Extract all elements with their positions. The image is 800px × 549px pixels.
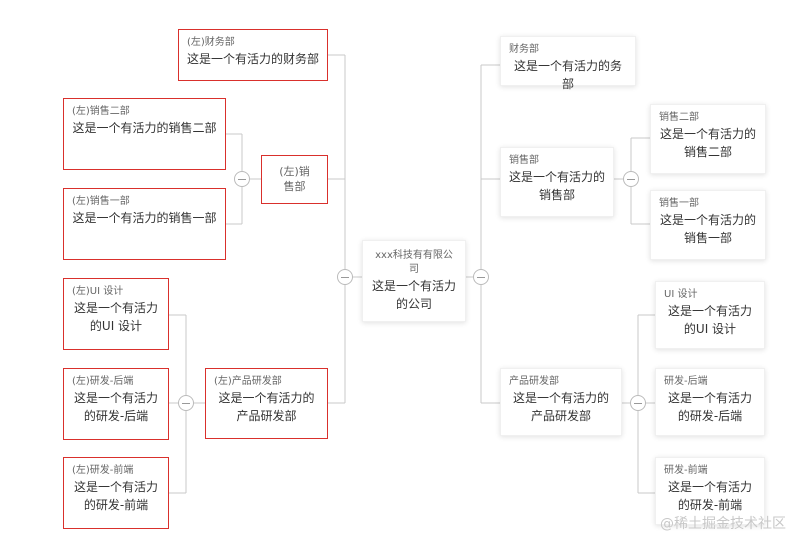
right-rd-label: 产品研发部 xyxy=(509,376,559,387)
right-ui-node[interactable]: UI 设计 这是一个有活力的UI 设计 xyxy=(655,281,765,349)
left-frontend-label: (左)研发-前端 xyxy=(72,465,134,476)
left-sales2-node[interactable]: (左)销售二部 这是一个有活力的销售二部 xyxy=(63,98,226,170)
right-sales1-label: 销售一部 xyxy=(659,198,699,209)
right-ui-label: UI 设计 xyxy=(664,289,698,300)
right-frontend-desc: 这是一个有活力的研发-前端 xyxy=(667,480,752,512)
left-frontend-desc: 这是一个有活力的研发-前端 xyxy=(73,480,158,512)
right-sales2-label: 销售二部 xyxy=(659,112,699,123)
right-backend-desc: 这是一个有活力的研发-后端 xyxy=(667,391,752,423)
left-sales2-label: (左)销售二部 xyxy=(72,106,130,117)
left-sales2-desc: 这是一个有活力的销售二部 xyxy=(72,121,217,135)
right-sales-collapse-toggle[interactable] xyxy=(623,171,639,187)
left-frontend-node[interactable]: (左)研发-前端 这是一个有活力的研发-前端 xyxy=(63,457,169,529)
right-rd-desc: 这是一个有活力的产品研发部 xyxy=(512,391,609,423)
left-backend-desc: 这是一个有活力的研发-后端 xyxy=(73,391,158,423)
left-rd-collapse-toggle[interactable] xyxy=(178,395,194,411)
left-finance-node[interactable]: (左)财务部 这是一个有活力的财务部 xyxy=(178,29,328,81)
right-sales1-node[interactable]: 销售一部 这是一个有活力的销售一部 xyxy=(650,190,766,260)
root-node[interactable]: xxx科技有有限公司 这是一个有活力的公司 xyxy=(362,240,466,322)
right-sales-label: 销售部 xyxy=(509,155,539,166)
root-desc: 这是一个有活力的公司 xyxy=(371,279,456,311)
right-finance-label: 财务部 xyxy=(509,44,539,55)
right-sales2-desc: 这是一个有活力的销售二部 xyxy=(659,127,756,159)
root-left-collapse-toggle[interactable] xyxy=(337,269,353,285)
right-frontend-label: 研发-前端 xyxy=(664,465,708,476)
right-sales-desc: 这是一个有活力的销售部 xyxy=(509,170,606,202)
left-ui-desc: 这是一个有活力的UI 设计 xyxy=(73,301,158,333)
right-sales1-desc: 这是一个有活力的销售一部 xyxy=(659,213,756,245)
left-ui-label: (左)UI 设计 xyxy=(72,286,124,297)
right-rd-collapse-toggle[interactable] xyxy=(630,395,646,411)
left-rd-node[interactable]: (左)产品研发部 这是一个有活力的产品研发部 xyxy=(205,368,328,439)
left-rd-desc: 这是一个有活力的产品研发部 xyxy=(218,391,315,423)
right-backend-node[interactable]: 研发-后端 这是一个有活力的研发-后端 xyxy=(655,368,765,436)
left-backend-node[interactable]: (左)研发-后端 这是一个有活力的研发-后端 xyxy=(63,368,169,440)
left-sales1-node[interactable]: (左)销售一部 这是一个有活力的销售一部 xyxy=(63,188,226,260)
left-sales-label: (左)销售部 xyxy=(279,165,310,193)
right-sales2-node[interactable]: 销售二部 这是一个有活力的销售二部 xyxy=(650,104,766,174)
left-finance-desc: 这是一个有活力的财务部 xyxy=(187,52,320,66)
watermark: @稀土掘金技术社区 xyxy=(660,516,786,532)
root-label: xxx科技有有限公司 xyxy=(375,250,453,275)
right-rd-node[interactable]: 产品研发部 这是一个有活力的产品研发部 xyxy=(500,368,622,436)
left-sales1-desc: 这是一个有活力的销售一部 xyxy=(72,211,217,225)
left-sales1-label: (左)销售一部 xyxy=(72,196,130,207)
right-frontend-node[interactable]: 研发-前端 这是一个有活力的研发-前端 xyxy=(655,457,765,525)
left-backend-label: (左)研发-后端 xyxy=(72,376,134,387)
left-finance-label: (左)财务部 xyxy=(187,37,235,48)
root-right-collapse-toggle[interactable] xyxy=(473,269,489,285)
left-sales-node[interactable]: (左)销售部 xyxy=(261,155,328,204)
right-finance-node[interactable]: 财务部 这是一个有活力的务部 xyxy=(500,36,636,91)
right-finance-desc: 这是一个有活力的务部 xyxy=(513,59,622,91)
right-ui-desc: 这是一个有活力的UI 设计 xyxy=(667,304,752,336)
right-backend-label: 研发-后端 xyxy=(664,376,708,387)
left-rd-label: (左)产品研发部 xyxy=(214,376,282,387)
right-sales-node[interactable]: 销售部 这是一个有活力的销售部 xyxy=(500,147,614,217)
left-sales-collapse-toggle[interactable] xyxy=(234,171,250,187)
left-ui-node[interactable]: (左)UI 设计 这是一个有活力的UI 设计 xyxy=(63,278,169,350)
